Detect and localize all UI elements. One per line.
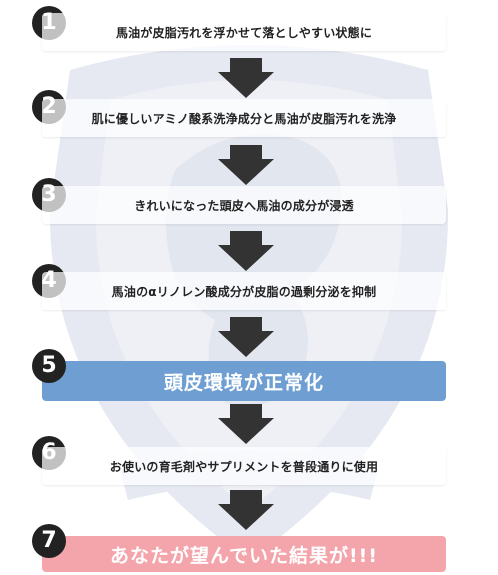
arrow-down-icon <box>218 145 274 185</box>
step-text-6: お使いの育毛剤やサプリメントを普段通りに使用 <box>42 447 446 485</box>
arrow-down-icon <box>218 317 274 357</box>
arrow-down-icon <box>218 404 274 444</box>
step-number-7: 7 <box>32 524 66 558</box>
arrow-down-icon <box>218 490 274 530</box>
step-text-7: あなたが望んでいた結果が!!! <box>42 536 446 572</box>
step-number-5: 5 <box>32 349 66 383</box>
step-text-4: 馬油のαリノレン酸成分が皮脂の過剰分泌を抑制 <box>42 272 446 310</box>
arrow-down-icon <box>218 58 274 98</box>
arrow-down-icon <box>218 231 274 271</box>
step-text-1: 馬油が皮脂汚れを浮かせて落としやすい状態に <box>42 13 446 51</box>
step-text-5: 頭皮環境が正常化 <box>42 361 446 401</box>
step-text-3: きれいになった頭皮へ馬油の成分が浸透 <box>42 186 446 224</box>
step-text-2: 肌に優しいアミノ酸系洗浄成分と馬油が皮脂汚れを洗浄 <box>42 99 446 137</box>
